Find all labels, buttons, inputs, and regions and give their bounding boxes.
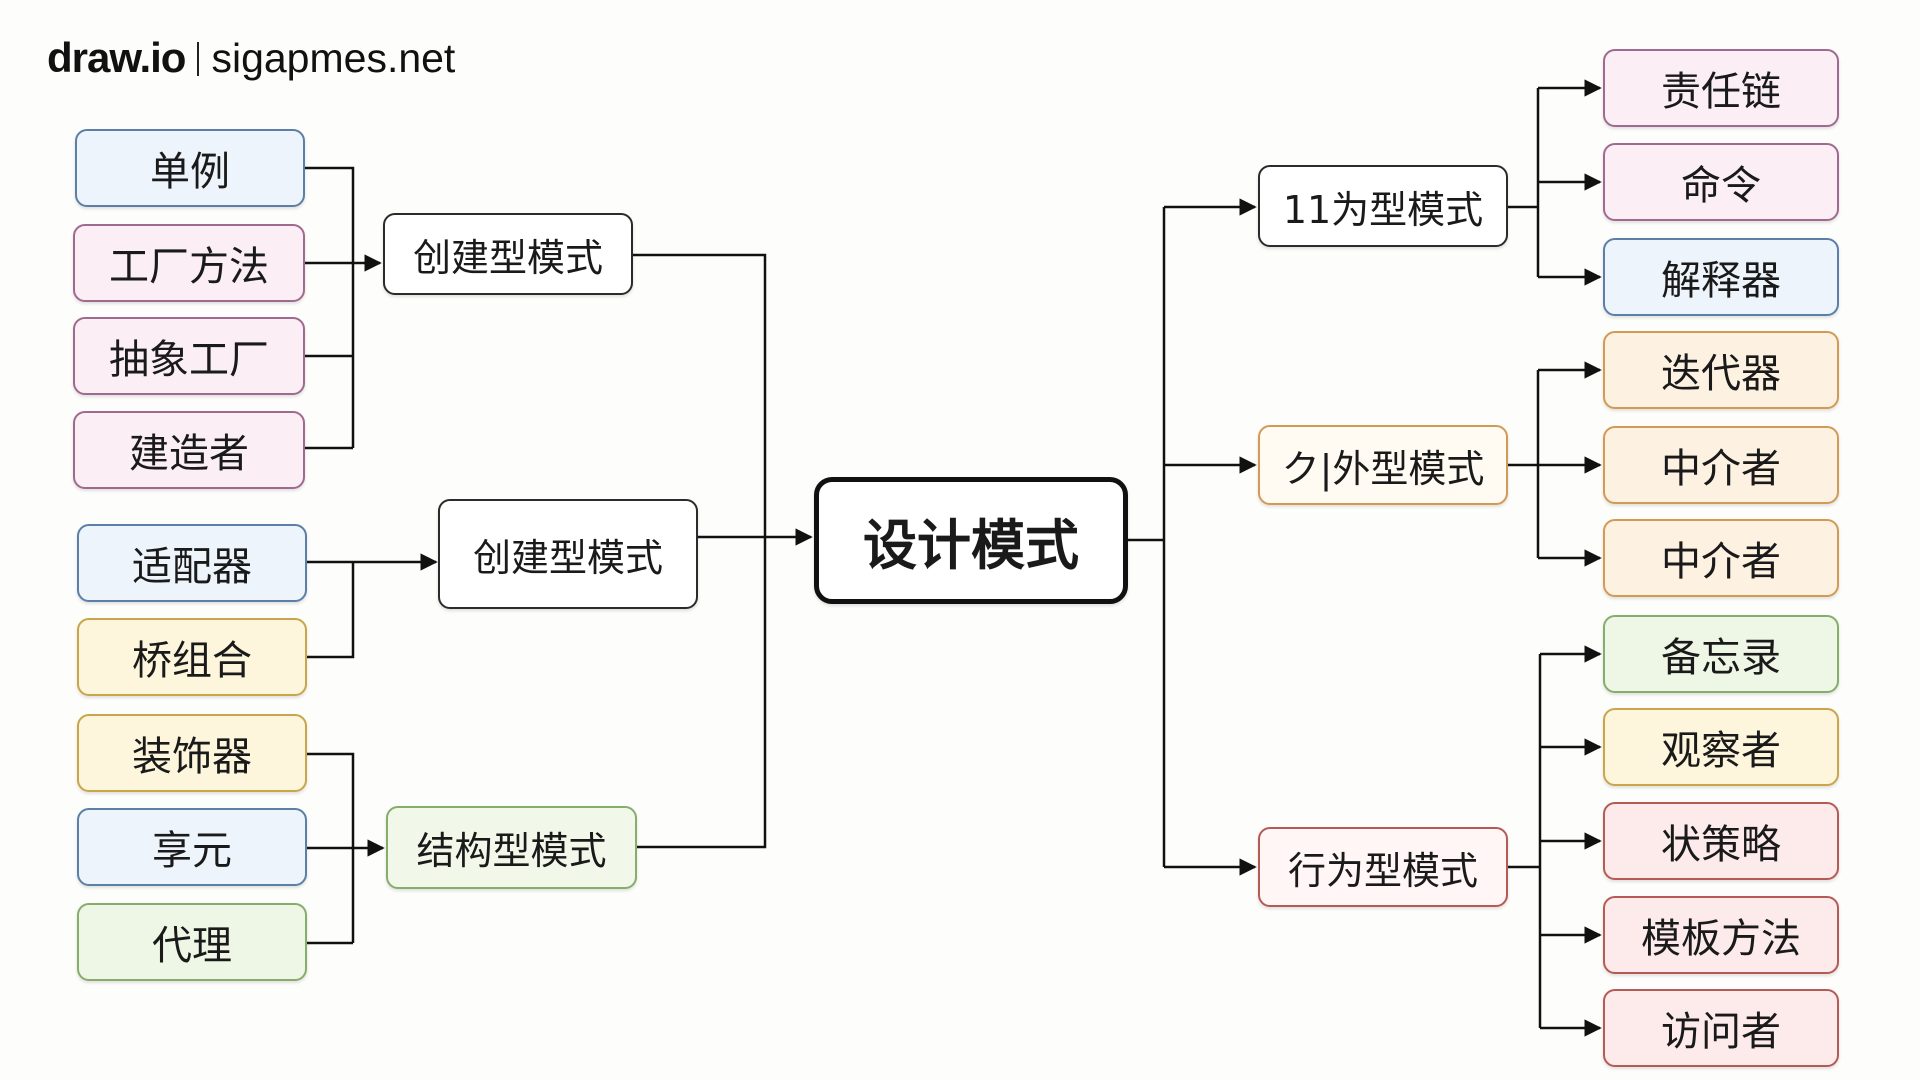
leaf-template-method[interactable]: 模板方法 [1603, 896, 1839, 974]
group-behavioral-c[interactable]: 行为型模式 [1258, 827, 1508, 907]
leaf-iterator[interactable]: 迭代器 [1603, 331, 1839, 409]
connector-bridge [307, 562, 355, 659]
leaf-visitor[interactable]: 访问者 [1603, 989, 1839, 1067]
group-creational-a[interactable]: 创建型模式 [383, 213, 633, 295]
leaf-mediator-2[interactable]: 中介者 [1603, 519, 1839, 597]
leaf-factory-method[interactable]: 工厂方法 [73, 224, 305, 302]
connector-decorator [307, 752, 355, 945]
connector-singleton [305, 166, 355, 450]
connector-behavioral-a-trunk [1508, 88, 1540, 277]
brand-divider [197, 42, 200, 76]
connector-behavioral-b-trunk [1508, 370, 1540, 558]
group-behavioral-a[interactable]: 11为型模式 [1258, 165, 1508, 247]
leaf-bridge-composite[interactable]: 桥组合 [77, 618, 307, 696]
leaf-command[interactable]: 命令 [1603, 143, 1839, 221]
leaf-decorator[interactable]: 装饰器 [77, 714, 307, 792]
drawio-logo: draw.io [47, 34, 186, 81]
leaf-abstract-factory[interactable]: 抽象工厂 [73, 317, 305, 395]
leaf-proxy[interactable]: 代理 [77, 903, 307, 981]
leaf-observer[interactable]: 观察者 [1603, 708, 1839, 786]
brand-site: sigapmes.net [211, 35, 456, 81]
leaf-adapter[interactable]: 适配器 [77, 524, 307, 602]
leaf-state-strategy[interactable]: 状策略 [1603, 802, 1839, 880]
group-creational-b[interactable]: 创建型模式 [438, 499, 698, 609]
leaf-builder[interactable]: 建造者 [73, 411, 305, 489]
leaf-flyweight[interactable]: 享元 [77, 808, 307, 886]
leaf-memento[interactable]: 备忘录 [1603, 615, 1839, 693]
leaf-mediator-1[interactable]: 中介者 [1603, 426, 1839, 504]
group-behavioral-b[interactable]: ク|外型模式 [1258, 425, 1508, 505]
connector-behavioral-c-trunk [1508, 654, 1542, 1028]
leaf-chain-of-responsibility[interactable]: 责任链 [1603, 49, 1839, 127]
leaf-interpreter[interactable]: 解释器 [1603, 238, 1839, 316]
connector-root-trunk [1128, 207, 1166, 867]
root-node-design-patterns[interactable]: 设计模式 [814, 477, 1128, 604]
leaf-singleton[interactable]: 单例 [75, 129, 305, 207]
connector-creational-a-root [633, 253, 767, 849]
drawio-brand: draw.io sigapmes.net [47, 34, 455, 84]
group-structural[interactable]: 结构型模式 [386, 806, 637, 889]
